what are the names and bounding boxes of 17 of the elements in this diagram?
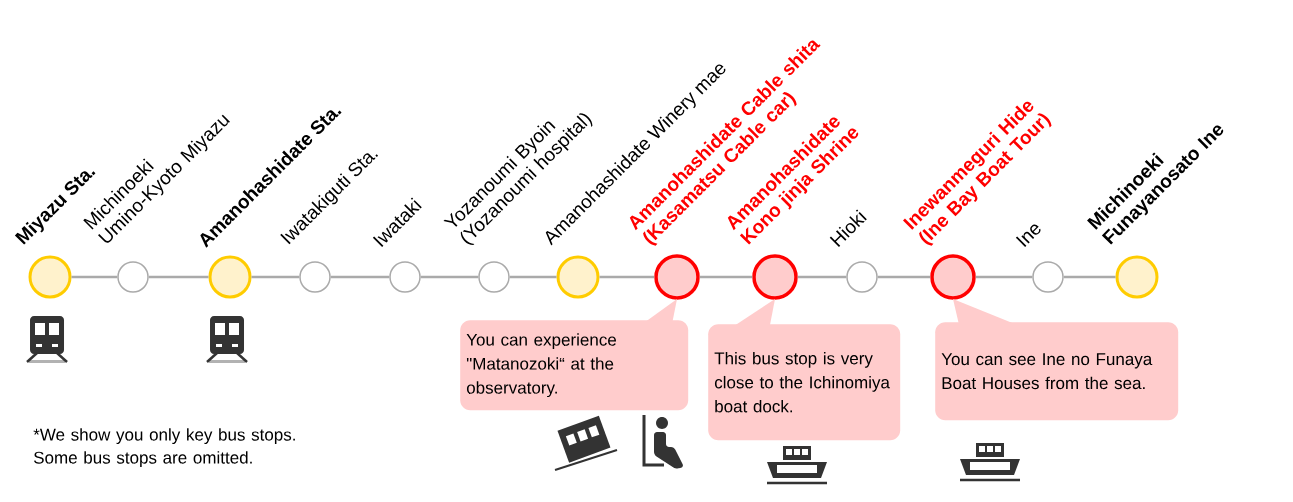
footnote: *We show you only key bus stops. Some bus stops are omitted. xyxy=(33,428,295,468)
route-line xyxy=(877,275,931,279)
stop-name: Ine xyxy=(1015,224,1041,247)
route-line xyxy=(797,275,847,279)
route-line xyxy=(1063,275,1116,279)
route-line xyxy=(420,275,479,279)
speech-bubble: This bus stop is very close to the Ichinomiya boat dock. xyxy=(708,299,901,441)
speech-bubble: You can experience "Matanozoki“ at the observatory. xyxy=(460,299,689,411)
route-line xyxy=(509,275,557,279)
speech-bubble: You can see Ine no Funaya Boat Houses from the sea. xyxy=(935,299,1179,421)
route-line xyxy=(975,275,1033,279)
route-line xyxy=(599,275,655,279)
route-line xyxy=(330,275,390,279)
route-line xyxy=(251,275,300,279)
route-line xyxy=(699,275,753,279)
route-line xyxy=(71,275,118,279)
route-line xyxy=(148,275,209,279)
